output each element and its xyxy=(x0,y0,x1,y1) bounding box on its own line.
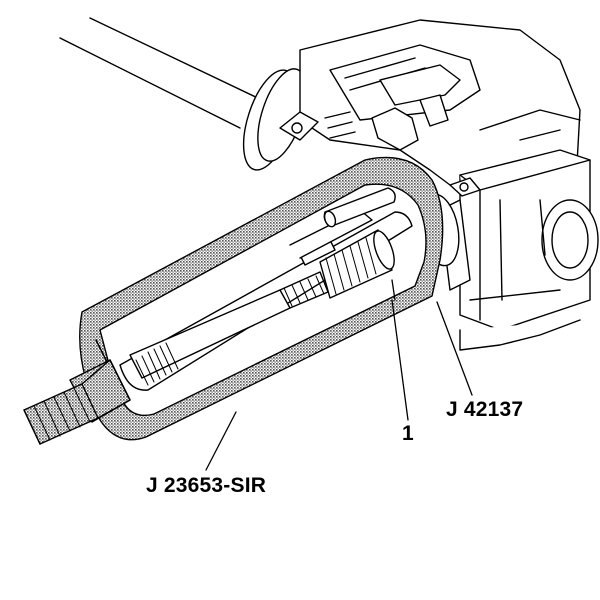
label-item-1: 1 xyxy=(402,422,414,445)
label-j23653-sir: J 23653-SIR xyxy=(146,474,267,497)
forcing-screw xyxy=(129,271,329,386)
label-j42137: J 42137 xyxy=(446,398,524,421)
puller-nut xyxy=(23,359,131,445)
column-flange xyxy=(242,68,307,171)
retaining-pin xyxy=(323,187,396,228)
column-shaft xyxy=(59,17,263,129)
adapter-j42137 xyxy=(289,209,395,299)
leader-lines xyxy=(205,279,473,471)
leader-j23653 xyxy=(205,411,237,471)
ignition-block xyxy=(439,149,599,351)
leader-j42137 xyxy=(436,301,473,396)
leader-item-1 xyxy=(391,299,409,421)
